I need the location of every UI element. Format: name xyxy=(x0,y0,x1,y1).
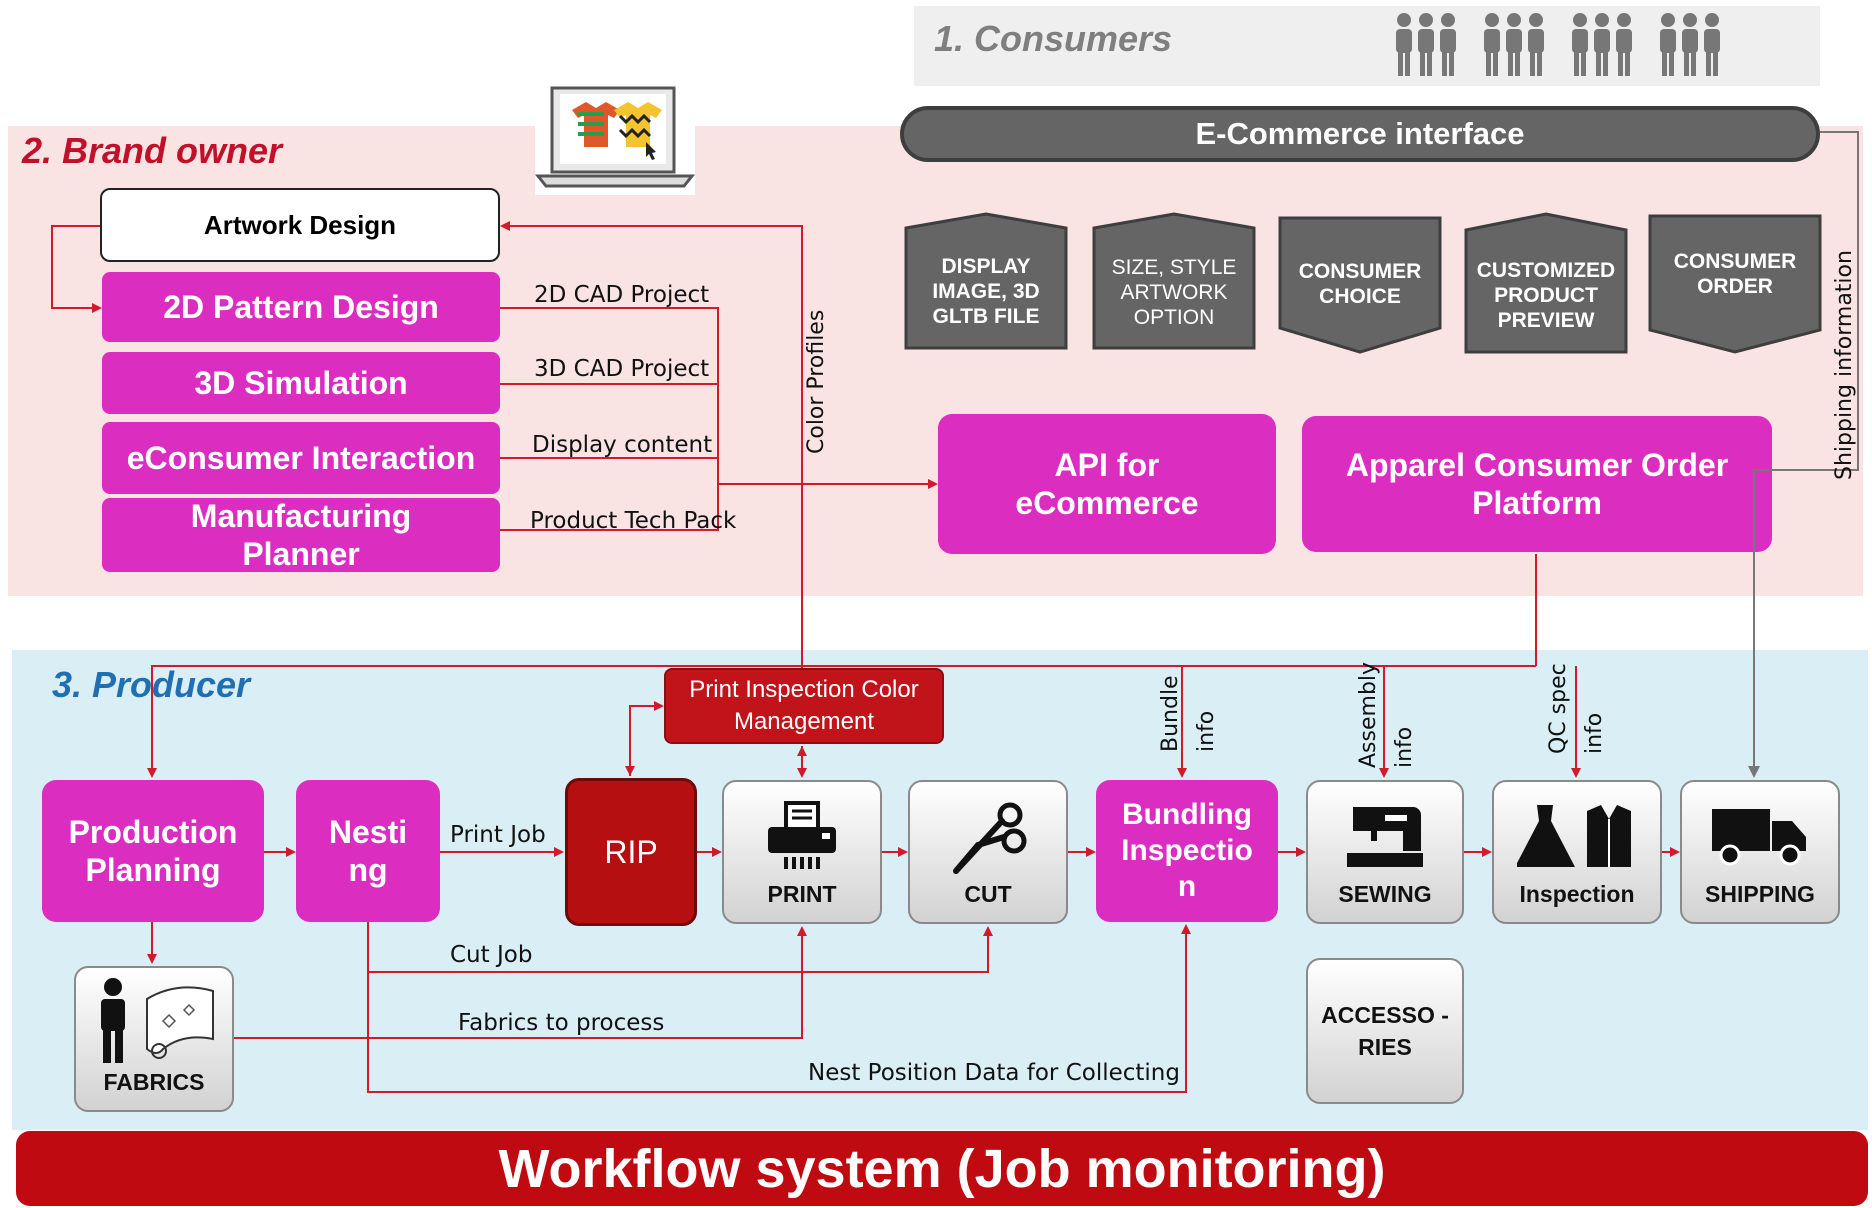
shipping-label: SHIPPING xyxy=(1705,881,1815,907)
consumer-step-shape-1 xyxy=(904,212,1068,350)
consumer-step-preview: CUSTOMIZED PRODUCT PREVIEW xyxy=(1476,258,1616,332)
ecommerce-interface-bar: E-Commerce interface xyxy=(900,106,1820,162)
flow-label-bundle-info: info xyxy=(1194,710,1219,752)
consumer-step-shape-3 xyxy=(1278,216,1442,354)
order-platform-box[interactable]: Apparel Consumer Order Platform xyxy=(1302,416,1772,552)
garments-icon xyxy=(1517,805,1631,867)
api-ecommerce-box[interactable]: API for eCommerce xyxy=(938,414,1276,554)
sewing-label: SEWING xyxy=(1338,881,1432,907)
scissors-icon xyxy=(953,802,1027,874)
pattern-design-box[interactable]: 2D Pattern Design xyxy=(102,272,500,342)
accessories-label: ACCESSO - RIES xyxy=(1321,1002,1449,1060)
consumer-step-size-style: SIZE, STYLE ARTWORK OPTION xyxy=(1111,255,1237,329)
workflow-system-bar: Workflow system (Job monitoring) xyxy=(16,1131,1868,1206)
flow-label-3d-cad: 3D CAD Project xyxy=(534,356,710,382)
truck-icon xyxy=(1712,809,1806,866)
consumer-step-order: CONSUMER ORDER xyxy=(1673,250,1797,298)
flow-label-techpack: Product Tech Pack xyxy=(530,508,737,534)
consumer-step-shape-5 xyxy=(1648,214,1822,354)
shipping-station[interactable]: SHIPPING xyxy=(1680,780,1840,924)
flow-label-cut-job: Cut Job xyxy=(450,942,533,968)
fabrics-icon xyxy=(101,978,214,1063)
consumers-title: 1. Consumers xyxy=(934,18,1173,59)
manufacturing-planner-box[interactable]: Manufacturing Planner xyxy=(102,498,500,572)
sewing-station[interactable]: SEWING xyxy=(1306,780,1464,924)
artwork-design-box[interactable]: Artwork Design xyxy=(100,188,500,262)
production-planning-box[interactable]: Production Planning xyxy=(42,780,264,922)
flow-label-nest-position: Nest Position Data for Collecting xyxy=(808,1060,1180,1086)
flow-label-shipping-info: Shipping information xyxy=(1832,250,1857,480)
flow-label-assembly-info: info xyxy=(1392,726,1417,768)
consumer-step-display: DISPLAY IMAGE, 3D GLTB FILE xyxy=(932,254,1040,328)
fabrics-station[interactable]: FABRICS xyxy=(74,966,234,1112)
inspection-label: Inspection xyxy=(1519,881,1635,907)
simulation-box[interactable]: 3D Simulation xyxy=(102,352,500,414)
brand-owner-title: 2. Brand owner xyxy=(22,130,283,171)
sewing-machine-icon xyxy=(1347,807,1423,867)
print-station[interactable]: PRINT xyxy=(722,780,882,924)
flow-label-2d-cad: 2D CAD Project xyxy=(534,282,710,308)
rip-box[interactable]: RIP xyxy=(565,778,697,926)
flow-label-fabrics-to-process: Fabrics to process xyxy=(458,1010,665,1036)
econsumer-interaction-box[interactable]: eConsumer Interaction xyxy=(102,422,500,494)
consumer-steps-shapes xyxy=(904,212,1822,354)
flow-label-qc-spec: QC spec xyxy=(1546,663,1571,754)
flow-label-qc-info: info xyxy=(1582,712,1607,754)
flow-label-display: Display content xyxy=(532,432,713,458)
consumer-step-choice: CONSUMER CHOICE xyxy=(1298,260,1422,308)
laptop-artwork-icon xyxy=(534,85,696,195)
cut-label: CUT xyxy=(964,881,1012,907)
flow-label-color-profiles: Color Profiles xyxy=(804,309,829,454)
fabrics-label: FABRICS xyxy=(103,1069,205,1095)
flow-label-assembly: Assembly xyxy=(1356,661,1381,768)
flow-label-bundle: Bundle xyxy=(1158,675,1183,752)
printer-icon xyxy=(768,801,836,869)
print-inspection-box[interactable]: Print Inspection Color Management xyxy=(664,668,944,744)
cut-station[interactable]: CUT xyxy=(908,780,1068,924)
bundling-inspection-box[interactable]: Bundling Inspectio n xyxy=(1096,780,1278,922)
consumer-step-shape-4 xyxy=(1464,212,1628,354)
accessories-box[interactable]: ACCESSO - RIES xyxy=(1306,958,1464,1104)
inspection-station[interactable]: Inspection xyxy=(1492,780,1662,924)
print-label: PRINT xyxy=(767,881,837,907)
flow-label-print-job: Print Job xyxy=(450,822,546,848)
nesting-box[interactable]: Nesti ng xyxy=(296,780,440,922)
consumer-step-shape-2 xyxy=(1092,212,1256,350)
